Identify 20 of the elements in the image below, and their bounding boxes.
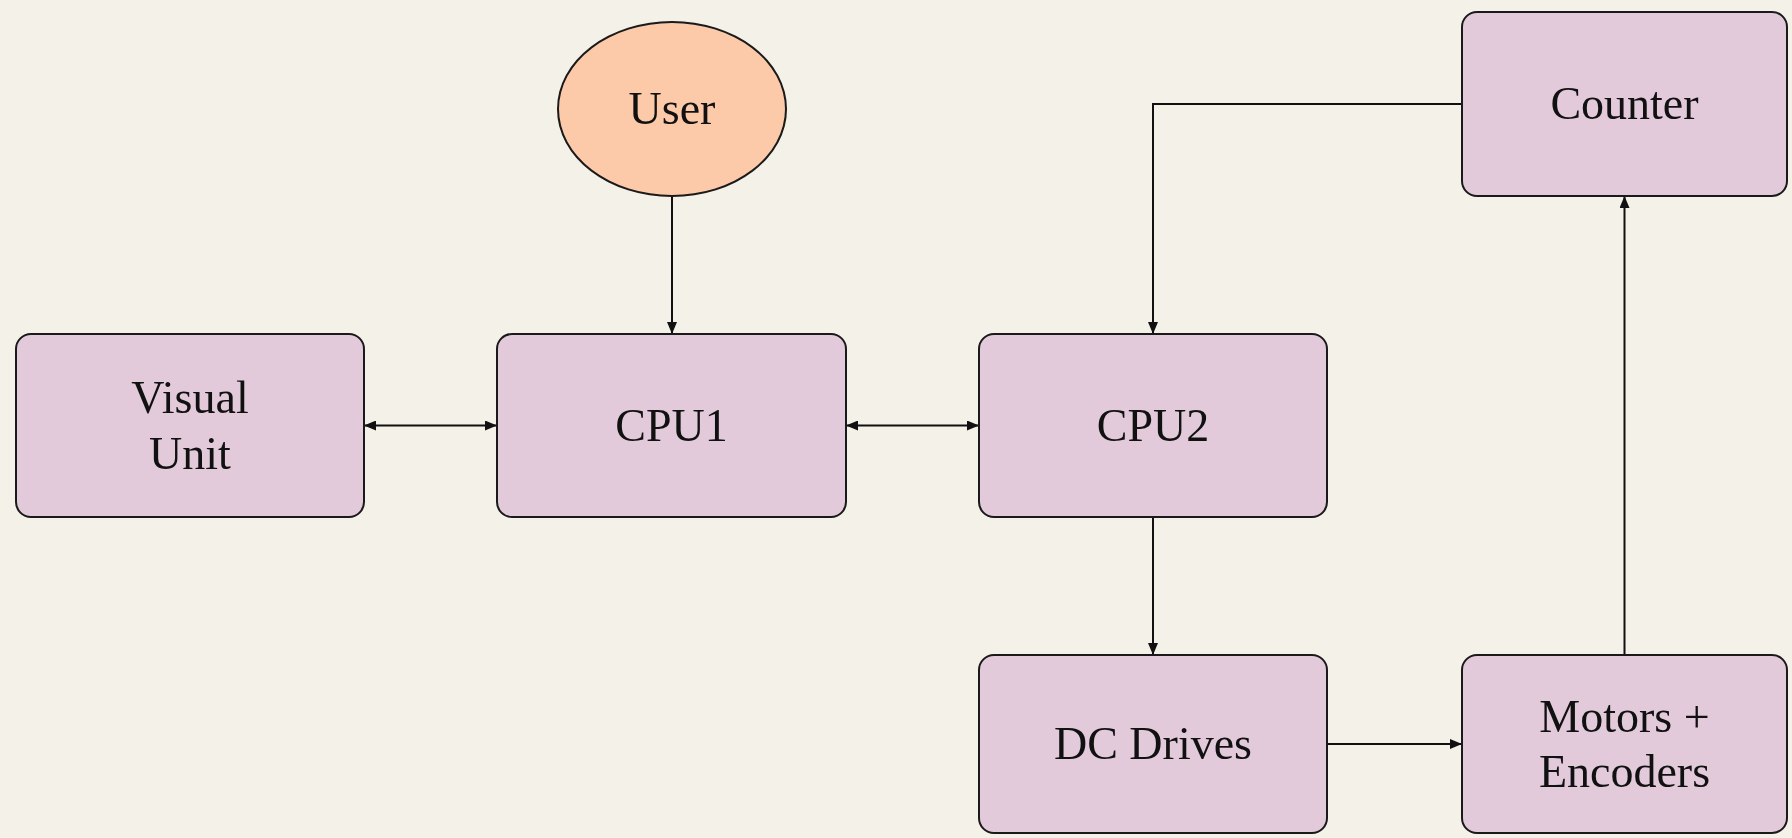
arrow [846, 420, 979, 431]
node-label: Visual Unit [130, 371, 250, 481]
process-box [15, 333, 365, 518]
arrow [667, 196, 677, 334]
process-box [978, 333, 1328, 518]
arrow [1148, 517, 1158, 655]
node-label: User [628, 82, 716, 137]
process-box [1461, 654, 1788, 834]
process-box [1461, 11, 1788, 197]
arrow [364, 420, 497, 431]
node-label: Counter [1550, 77, 1699, 132]
process-box [978, 654, 1328, 834]
process-box [496, 333, 847, 518]
node-label: CPU2 [1096, 398, 1210, 453]
arrow [1327, 739, 1462, 749]
arrow [1619, 196, 1630, 655]
node-label: DC Drives [1053, 717, 1252, 772]
node-label: Motors + Encoders [1537, 689, 1712, 799]
arrow [1148, 103, 1462, 334]
node-label: CPU1 [615, 398, 728, 453]
